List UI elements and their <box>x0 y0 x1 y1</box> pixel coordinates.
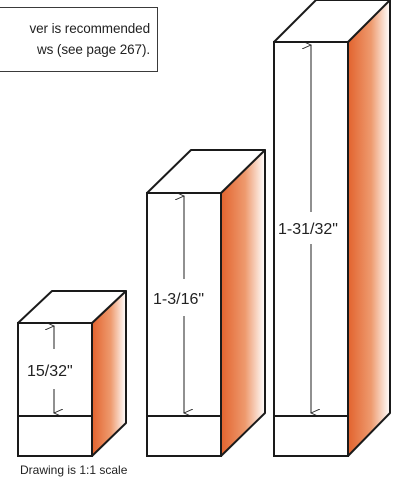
block-medium-height-label: 1-3/16" <box>153 291 204 308</box>
block-medium: 1-3/16" <box>146 149 266 457</box>
info-note-box: ver is recommended ws (see page 267). <box>0 7 158 72</box>
info-note-line-2: ws (see page 267). <box>36 42 150 57</box>
block-large-side-face <box>347 0 391 457</box>
block-large-height-label: 1-31/32" <box>278 221 338 238</box>
scale-caption: Drawing is 1:1 scale <box>20 463 128 477</box>
block-small: 15/32" <box>17 290 127 457</box>
block-large: 1-31/32" <box>273 0 391 457</box>
block-small-height-label: 15/32" <box>27 363 73 380</box>
block-medium-side-face <box>220 149 266 457</box>
block-small-front-face <box>17 322 93 457</box>
info-note-line-1: ver is recommended <box>29 21 151 36</box>
